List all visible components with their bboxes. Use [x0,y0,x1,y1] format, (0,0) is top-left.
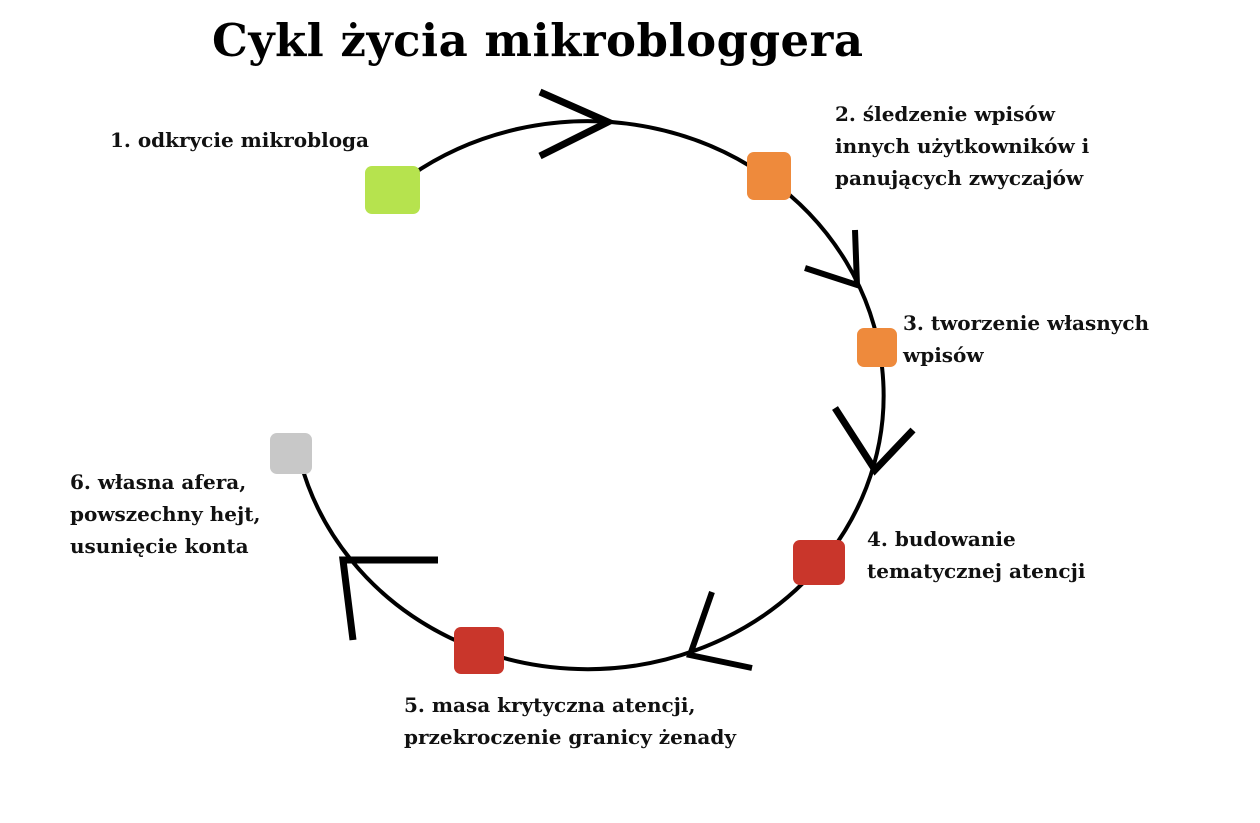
step-6-label: 6. własna afera, powszechny hejt, usunię… [70,466,260,562]
arrow-left-icon [686,591,753,671]
arrow-right-icon [538,88,617,160]
step-2-line: 2. śledzenie wpisów [835,102,1055,126]
step-6-line: 6. własna afera, [70,470,247,494]
arrow-down-left-icon [832,406,916,476]
step-4-line: tematycznej atencji [867,559,1086,583]
step-2-line: panujących zwyczajów [835,166,1084,190]
step-3-line: 3. tworzenie własnych [903,311,1150,335]
step-5-line: 5. masa krytyczna atencji, [404,693,696,717]
step-6-line: powszechny hejt, [70,502,261,526]
step-3-label: 3. tworzenie własnych wpisów [903,307,1149,371]
step-1-marker [365,166,420,214]
step-2-label: 2. śledzenie wpisów innych użytkowników … [835,98,1089,194]
step-4-marker [793,540,845,585]
step-1-label: 1. odkrycie mikrobloga [110,124,369,156]
step-3-marker [857,328,897,367]
step-5-line: przekroczenie granicy żenady [404,725,736,749]
step-5-marker [454,627,504,674]
cycle-arc [298,119,886,672]
arrow-down-icon [804,229,861,290]
step-5-label: 5. masa krytyczna atencji, przekroczenie… [404,689,736,753]
step-2-marker [747,152,791,200]
step-4-line: 4. budowanie [867,527,1016,551]
step-4-label: 4. budowanie tematycznej atencji [867,523,1085,587]
step-6-line: usunięcie konta [70,534,249,558]
diagram-title: Cykl życia mikrobloggera [212,14,864,67]
step-1-line: 1. odkrycie mikrobloga [110,128,370,152]
step-3-line: wpisów [903,343,984,367]
step-6-marker [270,433,312,474]
arrow-up-icon [339,556,438,641]
step-2-line: innych użytkowników i [835,134,1090,158]
